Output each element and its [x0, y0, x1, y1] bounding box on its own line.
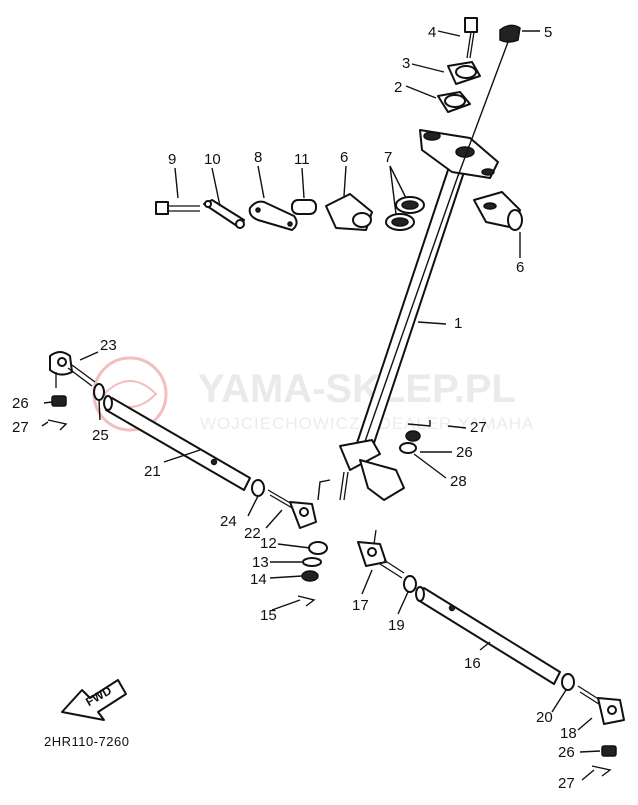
nut-part-26-upper	[405, 430, 421, 442]
callout-14: 14	[250, 571, 267, 588]
bushing-part-7	[385, 196, 425, 231]
callout-labels: 4 5 3 2 9 10 8 11 6 7 6 1 23 26 27 25 21…	[12, 24, 577, 792]
callout-28: 28	[450, 473, 467, 490]
callout-8: 8	[254, 149, 262, 166]
ball-joint-part-18	[577, 685, 625, 725]
callout-9: 9	[168, 151, 176, 168]
callout-6-left: 6	[340, 149, 348, 166]
callout-26-right: 26	[558, 744, 575, 761]
callout-27-left: 27	[12, 419, 29, 436]
callout-16: 16	[464, 655, 481, 672]
washer-part-28	[399, 442, 417, 454]
callout-25: 25	[92, 427, 109, 444]
callout-13: 13	[252, 554, 269, 571]
watermark: YAMA-SKLEP.PL WOJCIECHOWICZ · DEALER YAM…	[92, 356, 533, 433]
tie-rod-part-16	[415, 586, 561, 685]
callout-11: 11	[294, 151, 310, 168]
callout-26-left: 26	[12, 395, 29, 412]
collar-part-2	[437, 91, 471, 113]
pin-part-27-right	[591, 765, 612, 777]
collar-part-11	[291, 199, 317, 215]
washer-part-13	[302, 557, 322, 567]
column-bracket	[419, 129, 499, 179]
leader-lines	[41, 30, 601, 781]
cap-part-5	[499, 24, 521, 43]
callout-10: 10	[204, 151, 221, 168]
plate-part-8	[248, 200, 298, 231]
callout-4: 4	[428, 24, 436, 41]
callout-6-right: 6	[516, 259, 524, 276]
holder-part-6-right	[473, 191, 523, 231]
callout-7: 7	[384, 149, 392, 166]
nut-part-25	[93, 383, 105, 401]
callout-3: 3	[402, 55, 410, 72]
callout-19: 19	[388, 617, 405, 634]
nut-part-24	[251, 479, 265, 497]
callout-22: 22	[244, 525, 261, 542]
nut-part-26-right	[601, 745, 617, 757]
callout-20: 20	[536, 709, 553, 726]
watermark-title: YAMA-SKLEP.PL	[198, 367, 516, 411]
callout-24: 24	[220, 513, 237, 530]
ball-joint-part-17	[357, 529, 405, 579]
collar-part-12	[308, 541, 328, 555]
holder-part-6-left	[325, 193, 373, 231]
nut-part-14	[301, 570, 319, 582]
lock-plate-part-10	[203, 199, 245, 229]
callout-26-upper: 26	[456, 444, 473, 461]
callout-21: 21	[144, 463, 161, 480]
callout-5: 5	[544, 24, 552, 41]
pin-part-27-upper	[407, 420, 431, 427]
callout-2: 2	[394, 79, 402, 96]
collar-part-3	[447, 61, 481, 85]
pin-part-27-left	[47, 419, 68, 431]
bolt-part-9	[155, 201, 200, 215]
callout-17: 17	[352, 597, 369, 614]
callout-27-right: 27	[558, 775, 575, 792]
cap-leader	[457, 41, 509, 177]
callout-23: 23	[100, 337, 117, 354]
fwd-arrow-icon: FWD	[61, 679, 127, 721]
nut-part-19	[403, 575, 417, 593]
pin-part-15	[297, 595, 316, 607]
callout-27-upper: 27	[470, 419, 487, 436]
nut-part-26-left	[51, 395, 67, 407]
callout-12: 12	[260, 535, 277, 552]
callout-1: 1	[454, 315, 462, 332]
callout-15: 15	[260, 607, 277, 624]
tie-rod-part-21	[103, 395, 251, 491]
ball-joint-part-22	[267, 489, 317, 529]
nut-part-20	[561, 673, 575, 691]
ball-joint-part-23	[49, 351, 96, 388]
diagram-code: 2HR110-7260	[44, 734, 129, 749]
pitman-arm	[317, 439, 405, 501]
bolt-part-4	[464, 17, 478, 59]
callout-18: 18	[560, 725, 577, 742]
